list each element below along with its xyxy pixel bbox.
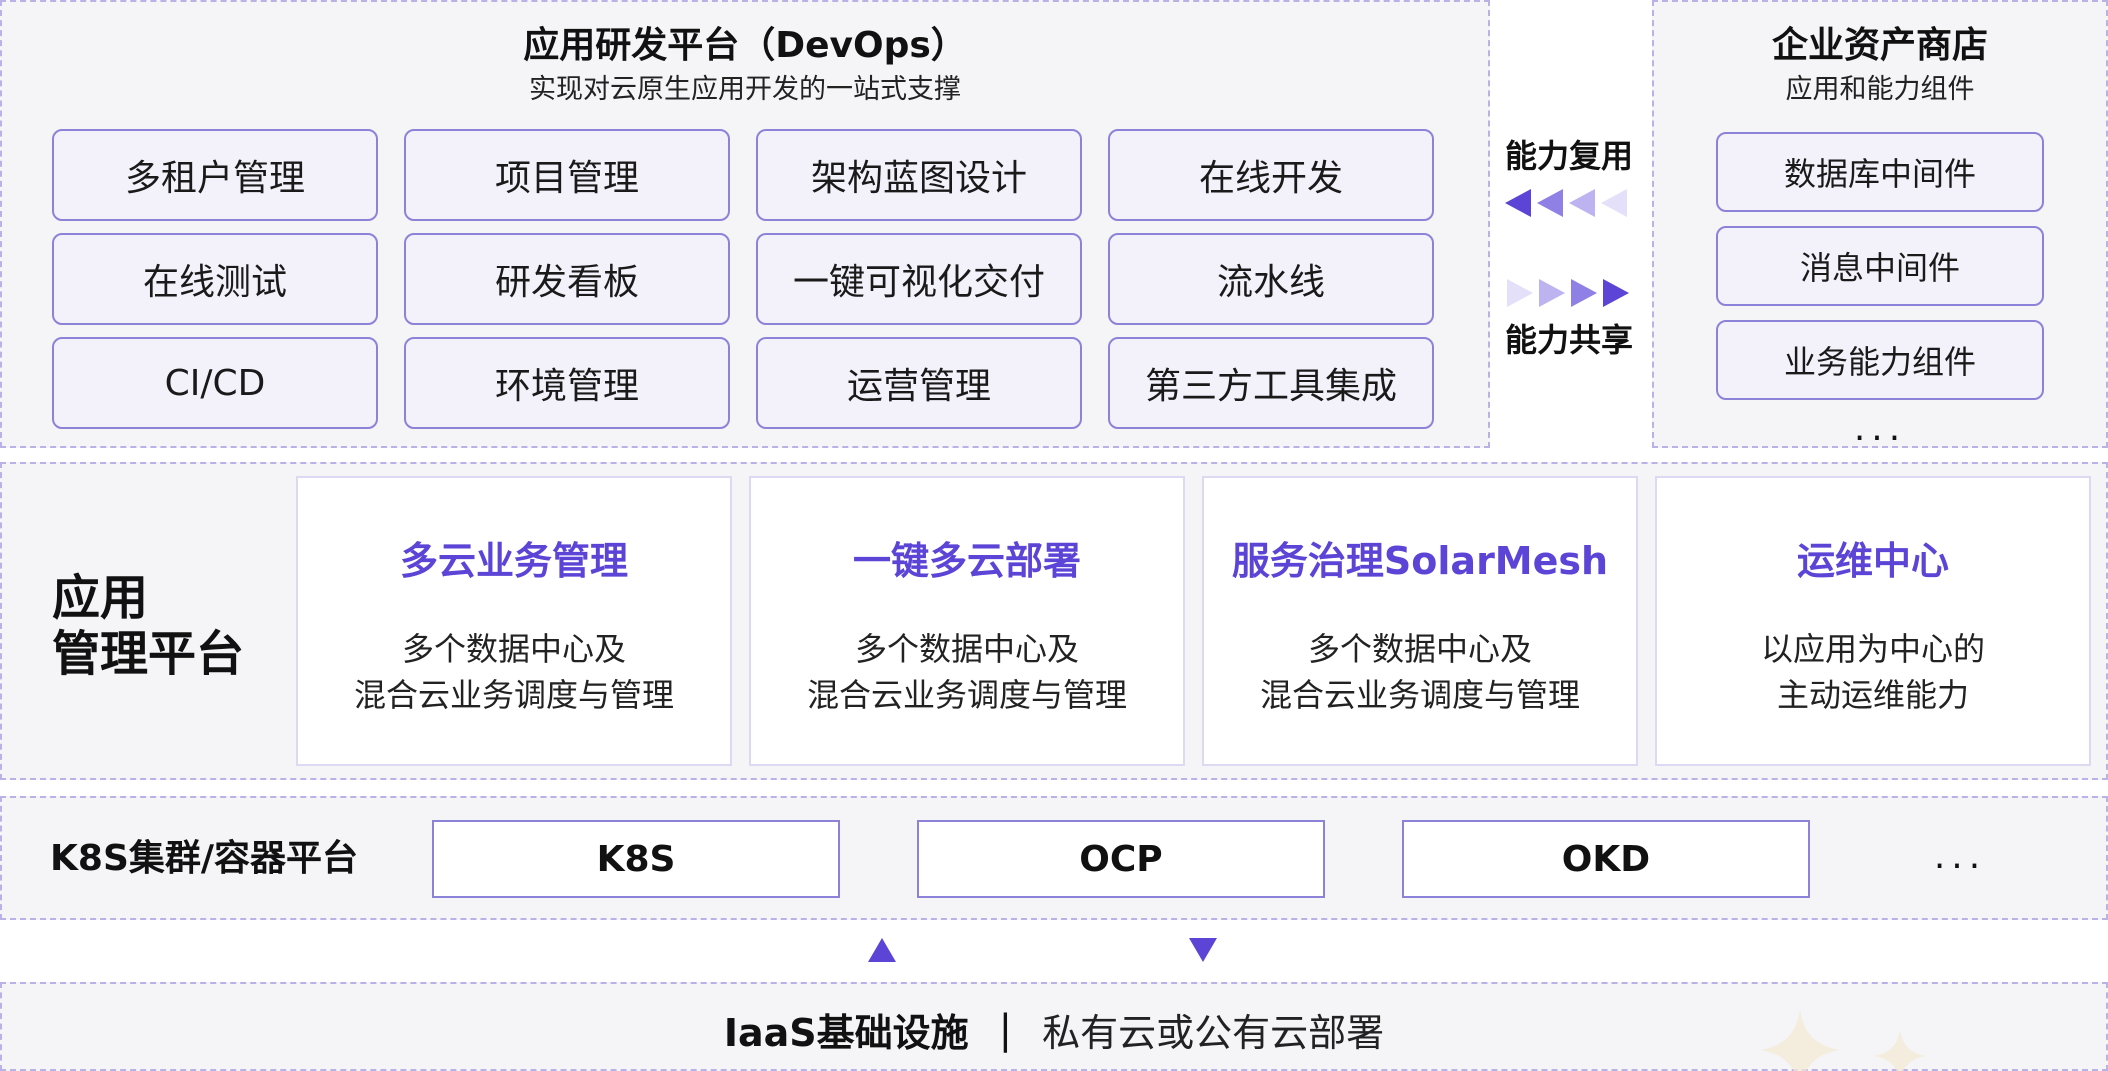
iaas-desc: 私有云或公有云部署: [1042, 1011, 1385, 1055]
devops-item-project-mgmt[interactable]: 项目管理: [404, 129, 730, 221]
card-title: 服务治理SolarMesh: [1231, 539, 1609, 583]
devops-item-online-test[interactable]: 在线测试: [52, 233, 378, 325]
devops-item-cicd[interactable]: CI/CD: [52, 337, 378, 429]
store-item-db-middleware[interactable]: 数据库中间件: [1716, 132, 2044, 212]
app-mgmt-label-line2: 管理平台: [52, 626, 245, 682]
arrow-up-icon: [868, 938, 896, 962]
devops-title: 应用研发平台（DevOps）: [523, 25, 967, 66]
sparkle-decoration-icon: [1760, 1010, 1926, 1071]
k8s-more: ...: [1933, 836, 1987, 877]
card-desc-line: 多个数据中心及: [401, 630, 626, 668]
card-ops-center[interactable]: 运维中心 以应用为中心的 主动运维能力: [1655, 476, 2091, 766]
devops-item-kanban[interactable]: 研发看板: [404, 233, 730, 325]
iaas-separator: |: [998, 1006, 1013, 1053]
k8s-item-k8s[interactable]: K8S: [432, 820, 840, 898]
card-desc-line: 多个数据中心及: [1307, 630, 1532, 668]
store-item-biz-components[interactable]: 业务能力组件: [1716, 320, 2044, 400]
k8s-item-ocp[interactable]: OCP: [917, 820, 1325, 898]
devops-grid: 多租户管理 项目管理 架构蓝图设计 在线开发 在线测试 研发看板 一键可视化交付…: [52, 129, 1434, 429]
reuse-arrows-icon: [1505, 187, 1633, 219]
card-desc-line: 主动运维能力: [1776, 676, 1969, 714]
devops-item-visual-delivery[interactable]: 一键可视化交付: [756, 233, 1082, 325]
card-desc: 多个数据中心及 混合云业务调度与管理: [1260, 626, 1580, 718]
app-mgmt-label-line1: 应用: [52, 570, 149, 626]
devops-item-pipeline[interactable]: 流水线: [1108, 233, 1434, 325]
asset-store-subtitle: 应用和能力组件: [1785, 74, 1975, 105]
card-desc: 多个数据中心及 混合云业务调度与管理: [354, 626, 674, 718]
devops-subtitle: 实现对云原生应用开发的一站式支撑: [529, 74, 961, 105]
store-item-mq-middleware[interactable]: 消息中间件: [1716, 226, 2044, 306]
arrow-down-icon: [1189, 938, 1217, 962]
card-multicloud-mgmt[interactable]: 多云业务管理 多个数据中心及 混合云业务调度与管理: [296, 476, 732, 766]
share-arrows-icon: [1505, 277, 1633, 309]
card-desc: 以应用为中心的 主动运维能力: [1761, 626, 1985, 718]
iaas-panel: [0, 982, 2108, 1071]
devops-item-multi-tenant[interactable]: 多租户管理: [52, 129, 378, 221]
devops-item-third-party[interactable]: 第三方工具集成: [1108, 337, 1434, 429]
card-desc-line: 混合云业务调度与管理: [1259, 676, 1580, 714]
k8s-label: K8S集群/容器平台: [50, 838, 359, 879]
asset-store-title: 企业资产商店: [1771, 25, 1988, 66]
asset-store-list: 数据库中间件 消息中间件 业务能力组件 ...: [1716, 132, 2044, 449]
iaas-title: IaaS基础设施: [723, 1011, 969, 1055]
card-service-governance[interactable]: 服务治理SolarMesh 多个数据中心及 混合云业务调度与管理: [1202, 476, 1638, 766]
card-title: 一键多云部署: [852, 539, 1081, 583]
devops-item-env-mgmt[interactable]: 环境管理: [404, 337, 730, 429]
share-label: 能力共享: [1504, 321, 1633, 359]
app-mgmt-label: 应用 管理平台: [52, 570, 244, 682]
store-more: ...: [1853, 408, 1907, 449]
reuse-label: 能力复用: [1504, 137, 1633, 175]
card-desc-line: 以应用为中心的: [1760, 630, 1985, 668]
devops-item-online-dev[interactable]: 在线开发: [1108, 129, 1434, 221]
devops-panel: 应用研发平台（DevOps） 实现对云原生应用开发的一站式支撑 多租户管理 项目…: [0, 0, 1490, 448]
devops-item-architecture[interactable]: 架构蓝图设计: [756, 129, 1082, 221]
capability-exchange: 能力复用 能力共享: [1488, 135, 1650, 361]
card-title: 运维中心: [1796, 539, 1949, 583]
card-desc: 多个数据中心及 混合云业务调度与管理: [807, 626, 1127, 718]
iaas-row: IaaS基础设施 | 私有云或公有云部署: [0, 1002, 2108, 1057]
card-title: 多云业务管理: [399, 539, 628, 583]
card-desc-line: 混合云业务调度与管理: [353, 676, 674, 714]
k8s-item-okd[interactable]: OKD: [1402, 820, 1810, 898]
card-desc-line: 混合云业务调度与管理: [806, 676, 1127, 714]
devops-item-ops-mgmt[interactable]: 运营管理: [756, 337, 1082, 429]
card-one-click-deploy[interactable]: 一键多云部署 多个数据中心及 混合云业务调度与管理: [749, 476, 1185, 766]
card-desc-line: 多个数据中心及: [854, 630, 1079, 668]
